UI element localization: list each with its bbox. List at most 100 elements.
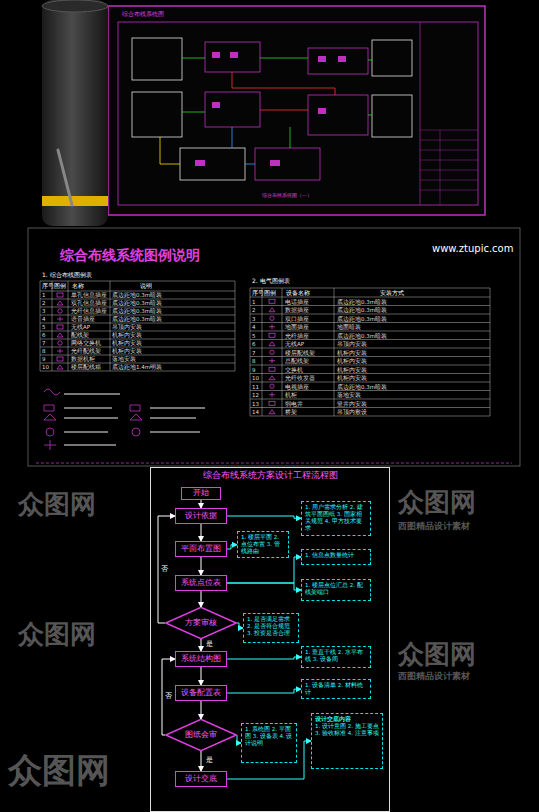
label-text: 11 (252, 384, 259, 390)
process-box: 开始 (181, 487, 221, 500)
legend-title: 综合布线系统图例说明 (60, 248, 200, 263)
label-text: 落地安装 (337, 392, 361, 398)
node-text: 设计交底内容 (315, 716, 379, 723)
label-text: 名称 (72, 283, 84, 289)
table-rule (250, 382, 490, 383)
table-rule (250, 305, 490, 306)
note-box: 1. 用户需求分析 2. 建筑平面图纸 3. 国家相关规范 4. 甲方技术要求 (301, 501, 371, 536)
label-text: 序号 (42, 283, 54, 289)
legend-symbol (269, 376, 275, 380)
connector (227, 689, 301, 693)
table-rule (250, 288, 490, 289)
process-box: 系统点位表 (175, 575, 227, 591)
table-rule (262, 288, 263, 416)
diamond-shape (166, 607, 237, 638)
label-text: 5 (252, 333, 256, 339)
table-rule (334, 288, 335, 416)
node-text: 设备配置表 (181, 689, 221, 698)
table-rule (250, 322, 490, 323)
node-text: 1. 楼层点位汇总 2. 配线架端口 (305, 582, 367, 596)
note-box: 1. 楼层点位汇总 2. 配线架端口 (301, 579, 371, 601)
process-box: 设备配置表 (175, 685, 227, 701)
connector (201, 751, 202, 771)
label-text: 总配线架 (285, 358, 309, 364)
node-text: 图纸会审 (185, 731, 217, 740)
label-text: 机柜 (285, 392, 297, 398)
connector (227, 657, 301, 659)
label-text: 10 (252, 375, 259, 381)
table-rule (40, 363, 235, 364)
connector (201, 667, 202, 685)
watermark: 西图精品设计素材 (398, 522, 470, 532)
legend-symbol (57, 333, 63, 337)
label-text: 单孔信息插座 (71, 292, 107, 298)
label-text: 2 (252, 307, 256, 313)
table-rule (250, 416, 490, 417)
label-text: 1. 综合布线图例表 (42, 272, 92, 279)
legend-symbol (269, 401, 275, 405)
table-rule (40, 331, 235, 332)
label-text: 5 (42, 324, 46, 330)
decision-diamond: 方案审核 (165, 607, 237, 639)
table-rule (250, 373, 490, 374)
process-box: 设计依据 (175, 508, 227, 524)
connector (158, 516, 175, 623)
table-rule (250, 288, 251, 416)
table-rule (40, 307, 235, 308)
node-text: 系统点位表 (181, 579, 221, 588)
connector (227, 557, 301, 583)
table-rule (250, 356, 490, 357)
panel-title: 综合布线系统方案设计工程流程图 (151, 471, 389, 480)
label-text: 9 (252, 367, 256, 373)
table-rule (250, 348, 490, 349)
label-text: 说明 (140, 283, 152, 289)
legend-symbol (269, 324, 275, 329)
diamond-shape (166, 719, 237, 750)
label-text: 底边距地0.3m暗装 (337, 299, 387, 305)
connector (201, 639, 202, 651)
node-text: 系统结构图 (181, 655, 221, 664)
label-text: 无线AP (71, 324, 90, 330)
table-rule (40, 299, 235, 300)
label-text: 底边距地0.3m暗装 (112, 308, 162, 314)
label-text: 7 (42, 340, 46, 346)
label-text: 2 (42, 300, 46, 306)
label-text: 综合布线系统图 (122, 11, 164, 18)
label-text: 12 (252, 392, 259, 398)
node-text: 1. 是否满足需求 2. 是否符合规范 3. 投资是否合理 (247, 616, 295, 637)
label-text: 双孔信息插座 (71, 300, 107, 306)
label-text: 吊顶内安装 (112, 324, 142, 330)
label-text: 设备名称 (286, 290, 310, 296)
label-text: 底边距地0.3m暗装 (337, 316, 387, 322)
legend-symbol (57, 357, 63, 361)
table-rule (250, 314, 490, 315)
table-rule (235, 281, 236, 371)
label-text: 机柜内安装 (337, 367, 367, 373)
table-rule (250, 297, 490, 298)
label-text: 机柜内安装 (112, 332, 142, 338)
label-text: 配线架 (71, 332, 89, 338)
label-text: 光纤插座 (285, 333, 309, 339)
label-text: 底边距地0.3m暗装 (112, 292, 162, 298)
node-text: 1. 信息点数量统计 (305, 552, 367, 559)
table-rule (40, 281, 235, 282)
note-box: 设计交底内容1. 设计意图 2. 施工要点 3. 验收标准 4. 注意事项 (311, 713, 383, 769)
node-text: 1. 楼层平面 2. 点位布置 3. 管线路由 (241, 534, 285, 555)
node-text: 设计交底 (185, 775, 217, 784)
label-text: 网络交换机 (71, 340, 101, 346)
label-text: 楼层配线架 (285, 350, 315, 356)
table-rule (68, 281, 69, 371)
edge-label: 是 (205, 757, 214, 764)
label-text: 无线AP (285, 341, 304, 347)
label-text: 吊顶内安装 (337, 341, 367, 347)
legend-symbol (269, 299, 275, 303)
table-rule (490, 288, 491, 416)
edge-label: 否 (164, 693, 173, 700)
watermark: 众图网 (18, 490, 96, 519)
label-text: 3 (252, 316, 256, 322)
label-text: 9 (42, 356, 46, 362)
table-rule (40, 315, 235, 316)
legend-symbol (270, 384, 274, 388)
